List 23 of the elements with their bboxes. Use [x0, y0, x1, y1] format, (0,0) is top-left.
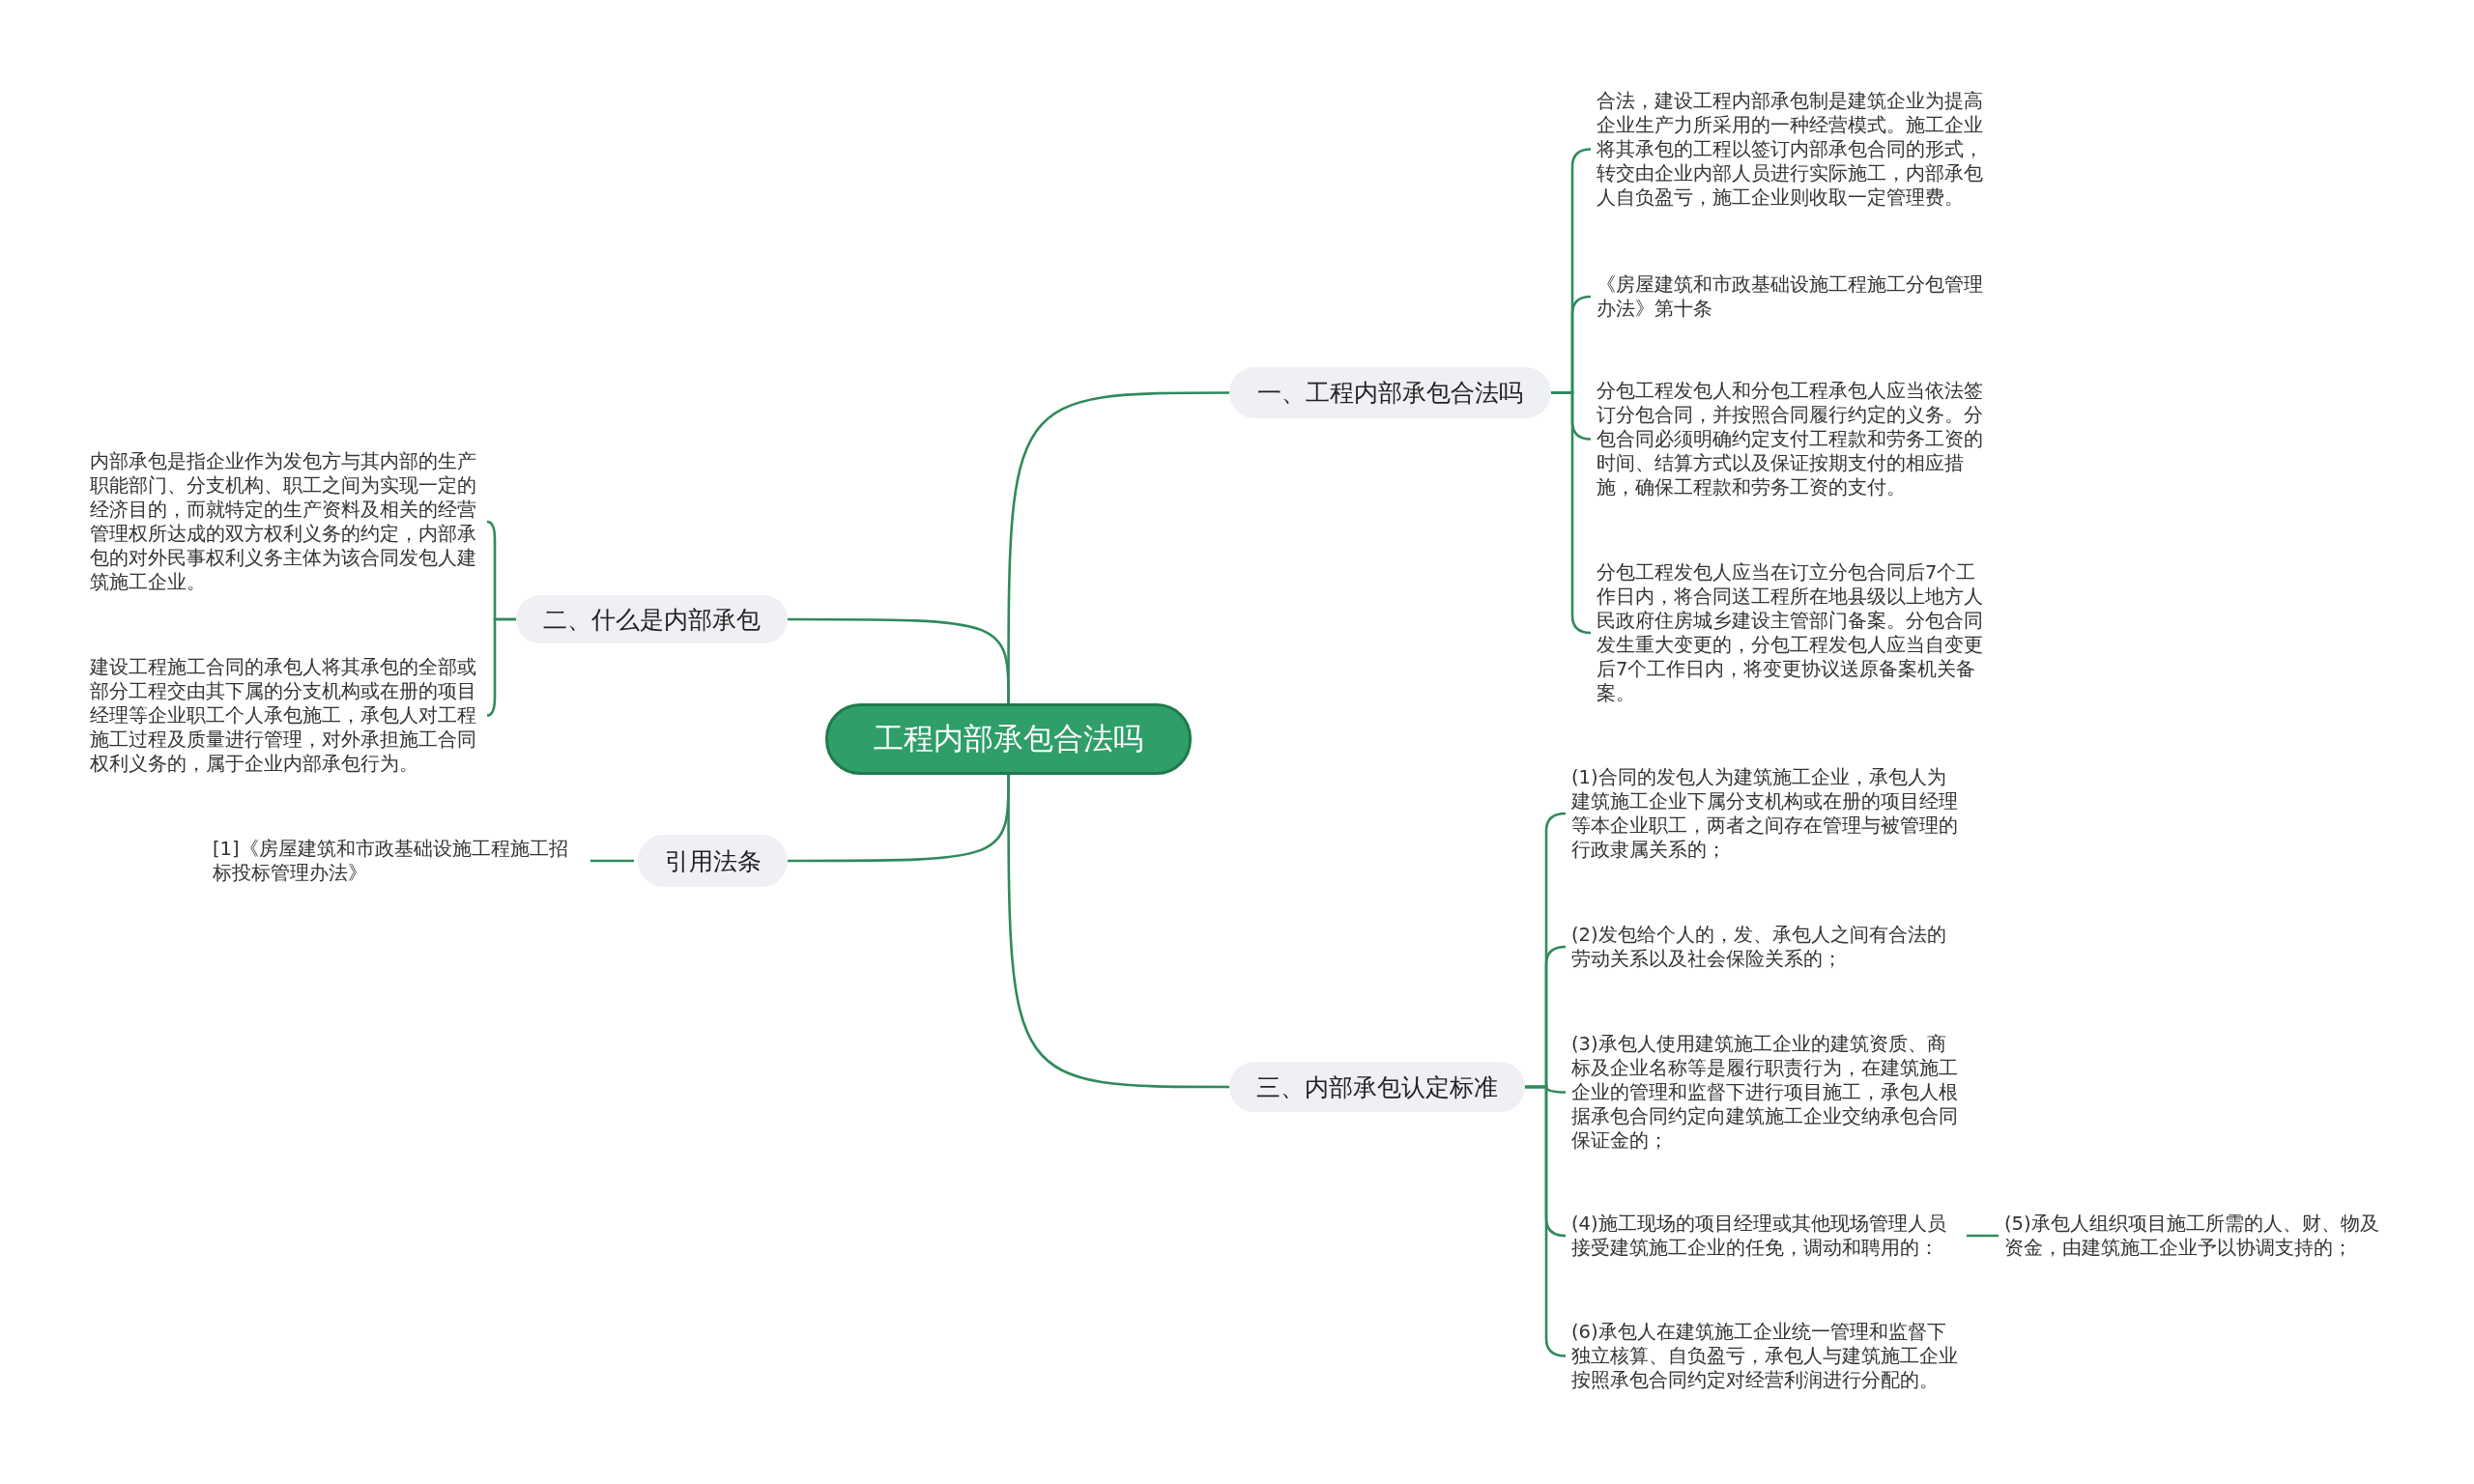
leaf-text: 合法，建设工程内部承包制是建筑企业为提高企业生产力所采用的一种经营模式。施工企业将其承包的工程以签订内部承包合同的形式，转交由企业内部人员进行实际施工，内部承包人自负盈亏，施工企业则收取一定管理费。 — [1597, 89, 1988, 210]
leaf-text: (3)承包人使用建筑施工企业的建筑资质、商标及企业名称等是履行职责行为，在建筑施工企业的管理和监督下进行项目施工，承包人根据承包合同约定向建筑施工企业交纳承包合同保证金的； — [1571, 1032, 1963, 1153]
leaf-text: 建设工程施工合同的承包人将其承包的全部或部分工程交由其下属的分支机构或在册的项目经理等企业职工个人承包施工，承包人对工程施工过程及质量进行管理，对外承担施工合同权利义务的，属于企业内部承包行为。 — [90, 655, 481, 776]
connector-line — [590, 859, 634, 863]
branch-topic: 三、内部承包认定标准 — [1229, 1062, 1525, 1112]
connector-line — [1007, 775, 1229, 1089]
leaf-text: (4)施工现场的项目经理或其他现场管理人员接受建筑施工企业的任免，调动和聘用的： — [1571, 1212, 1963, 1260]
connector-line — [1967, 1234, 1999, 1238]
leaf-text: [1]《房屋建筑和市政基础设施工程施工招标投标管理办法》 — [213, 837, 585, 885]
connector-line — [486, 617, 516, 717]
leaf-text: (5)承包人组织项目施工所需的人、财、物及资金，由建筑施工企业予以协调支持的； — [2004, 1212, 2391, 1260]
leaf-text: (2)发包给个人的，发、承包人之间有合法的劳动关系以及社会保险关系的； — [1571, 923, 1963, 971]
leaf-text: (1)合同的发包人为建筑施工企业，承包人为建筑施工企业下属分支机构或在册的项目经理等本企业职工，两者之间存在管理与被管理的行政隶属关系的； — [1571, 765, 1963, 862]
branch-topic: 引用法条 — [638, 835, 788, 887]
leaf-text: 内部承包是指企业作为发包方与其内部的生产职能部门、分支机构、职工之间为实现一定的经济目的，而就特定的生产资料及相关的经营管理权所达成的双方权利义务的约定，内部承包的对外民事权利义务主体为该合同发包人建筑施工企业。 — [90, 449, 481, 594]
central-topic: 工程内部承包合法吗 — [825, 703, 1192, 775]
branch-topic: 二、什么是内部承包 — [516, 595, 788, 643]
branch-topic: 一、工程内部承包合法吗 — [1229, 367, 1551, 418]
connector-line — [788, 617, 1010, 703]
leaf-text: 分包工程发包人应当在订立分包合同后7个工作日内，将合同送工程所在地县级以上地方人民政府住房城乡建设主管部门备案。分包合同发生重大变更的，分包工程发包人应当自变更后7个工作日内，将变更协议送原备案机关备案。 — [1597, 560, 1988, 705]
leaf-text: 分包工程发包人和分包工程承包人应当依法签订分包合同，并按照合同履行约定的义务。分包合同必须明确约定支付工程款和劳务工资的时间、结算方式以及保证按期支付的相应措施，确保工程款和劳务工资的支付。 — [1597, 379, 1988, 499]
leaf-text: 《房屋建筑和市政基础设施工程施工分包管理办法》第十条 — [1597, 272, 1988, 321]
leaf-text: (6)承包人在建筑施工企业统一管理和监督下独立核算、自负盈亏，承包人与建筑施工企业按照承包合同约定对经营利润进行分配的。 — [1571, 1320, 1963, 1392]
